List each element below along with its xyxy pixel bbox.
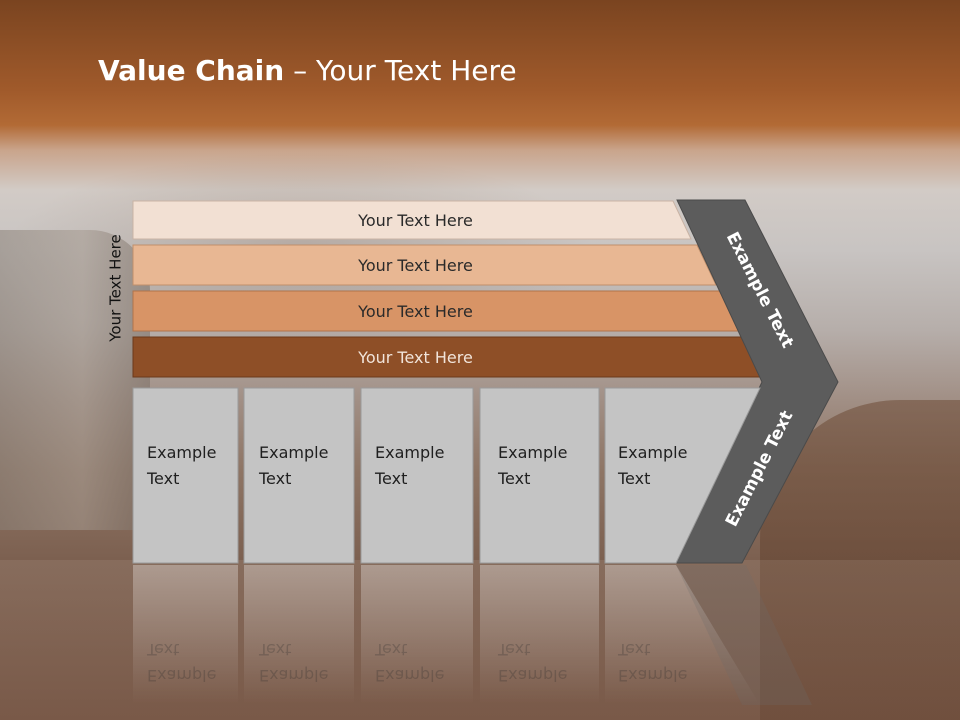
background-excavator-bucket [0,230,150,530]
box-reflection [361,565,473,705]
box-label-reflection-5: Example Text [618,640,688,685]
box-reflection [244,565,354,705]
title-rest: – Your Text Here [284,54,517,87]
row-label-1: Your Text Here [358,210,473,230]
activity-box-3 [360,387,474,564]
row-bar-2 [132,244,717,286]
chevron-reflection [676,565,812,705]
box-label-4: Example Text [498,443,568,488]
box-label-reflection-1: Example Text [147,640,217,685]
side-label-container: Your Text Here [101,223,131,353]
chevron-arrow [675,199,839,564]
box-reflection [133,565,238,705]
box-label-3: Example Text [375,443,445,488]
box-label-reflection-2: Example Text [259,640,329,685]
box-reflection [480,565,599,705]
row-label-2: Your Text Here [358,255,473,275]
slide-title: Value Chain – Your Text Here [98,54,517,87]
activity-box-4 [479,387,600,564]
box-label-2: Example Text [259,443,329,488]
box-label-5: Example Text [618,443,688,488]
activity-box-1 [132,387,239,564]
box-label-reflection-4: Example Text [498,640,568,685]
box-label-reflection-3: Example Text [375,640,445,685]
row-bar-1 [132,200,692,240]
side-label: Your Text Here [107,234,125,342]
box-reflection [605,565,760,705]
box-label-1: Example Text [147,443,217,488]
title-bold: Value Chain [98,54,285,87]
row-label-4: Your Text Here [358,347,473,367]
row-label-3: Your Text Here [358,301,473,321]
activity-box-5 [604,387,761,564]
activity-box-2 [243,387,355,564]
reflection-group [133,565,812,705]
